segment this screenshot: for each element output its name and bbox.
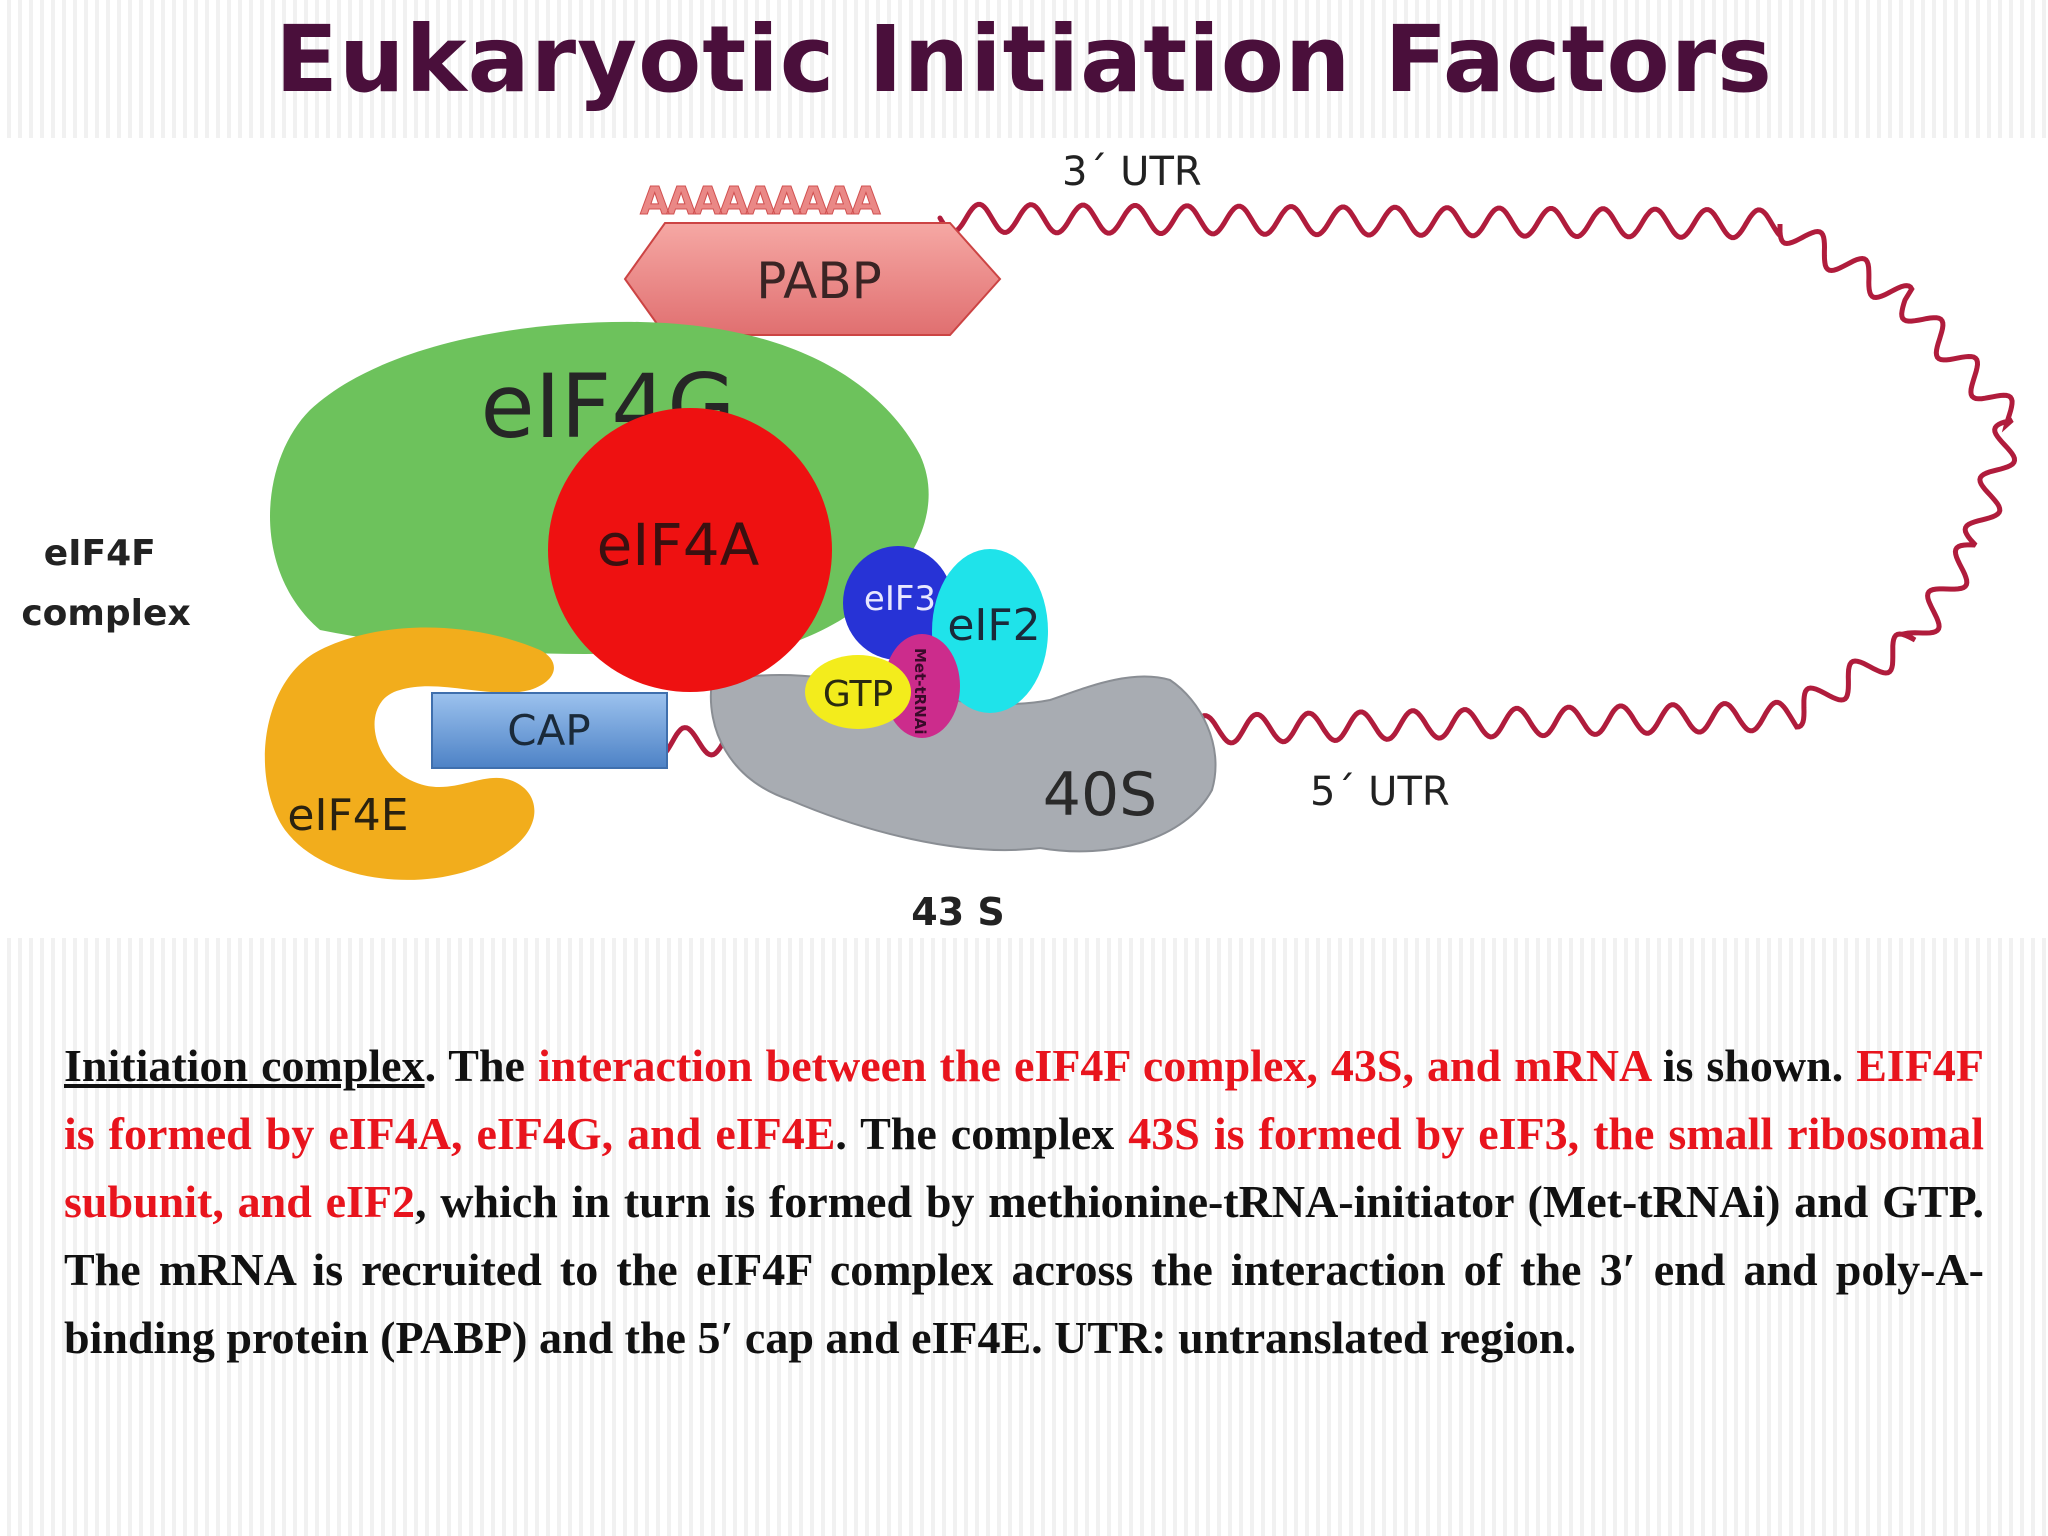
ribosome-40s-label: 40S (1043, 760, 1157, 830)
gtp-label: GTP (823, 674, 893, 715)
caption-paragraph: Initiation complex. The interaction betw… (64, 1032, 1984, 1372)
met-trna-label: Met-tRNAi (911, 648, 929, 735)
eif4a-shape (548, 408, 832, 692)
cap-label: CAP (507, 706, 590, 755)
gtp-shape (805, 655, 911, 729)
eif2-shape (932, 549, 1048, 713)
complex-43s-label: 43 S (911, 890, 1004, 934)
eif2-label: eIF2 (947, 600, 1040, 651)
eif4f-label-line2: complex (21, 593, 190, 634)
eif4f-complex-label: eIF4F complex (21, 533, 190, 634)
met-trna-shape (884, 634, 960, 738)
utr-5-label: 5´ UTR (1310, 769, 1450, 815)
eif4a-label: eIF4A (597, 511, 760, 579)
caption-highlight-1: interaction between the eIF4F complex, 4… (538, 1040, 1650, 1091)
caption-text-1: . The (424, 1040, 539, 1091)
caption-heading: Initiation complex (64, 1040, 425, 1091)
eif4e-label: eIF4E (287, 790, 408, 841)
cap-shape (431, 692, 668, 769)
eif4f-label-line1: eIF4F (44, 533, 156, 574)
utr-3-label: 3´ UTR (1062, 149, 1202, 195)
initiation-complex-diagram: AAAAAAAAA 3´ UTR PABP eIF4G 40S eIF4A eI… (21, 149, 2018, 934)
caption-text-3: . The complex (835, 1108, 1129, 1159)
poly-a-tail-label: AAAAAAAAA (640, 179, 881, 223)
caption-text-4: , which in turn is formed by methionine-… (64, 1176, 1984, 1363)
eif3-shape (843, 546, 953, 660)
caption-highlight-3: 43S is formed by eIF3, the small ribosom… (64, 1108, 1984, 1227)
caption-highlight-2: EIF4F is formed by eIF4A, eIF4G, and eIF… (64, 1040, 1985, 1159)
page-title: Eukaryotic Initiation Factors (275, 6, 1773, 113)
pabp-shape (623, 222, 1002, 336)
pabp-label: PABP (756, 252, 882, 310)
eif4e-shape (264, 627, 554, 880)
caption-text-2: is shown. (1649, 1040, 1857, 1091)
eif3-label: eIF3 (864, 579, 936, 619)
